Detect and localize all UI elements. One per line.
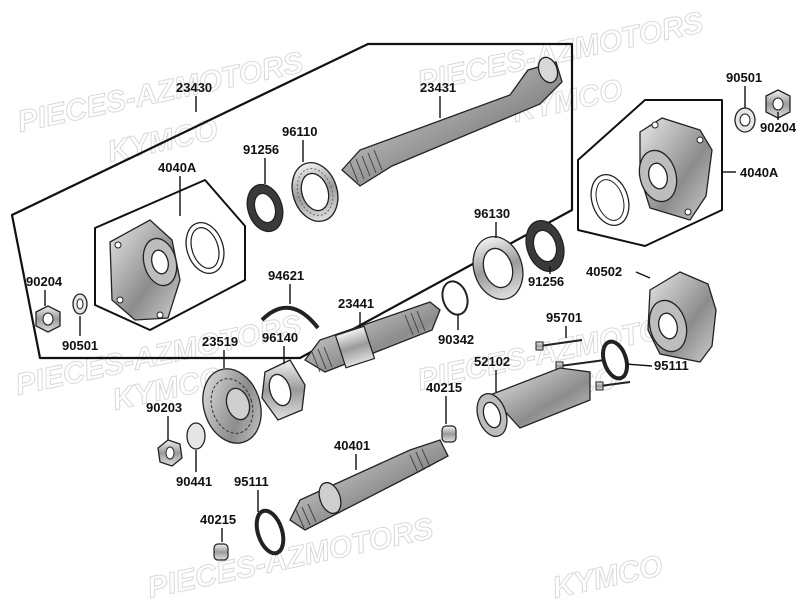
cap-40215-middle[interactable] (441, 425, 457, 443)
seal-95111-right[interactable] (599, 339, 632, 382)
seal-91256-middle[interactable] (520, 216, 570, 277)
label-95111-bottom: 95111 (234, 474, 269, 489)
bearing-96110[interactable] (285, 157, 345, 228)
ring-90342[interactable] (438, 278, 471, 318)
label-40215-middle: 40215 (426, 380, 462, 395)
label-23430: 23430 (176, 80, 212, 95)
part-labels: 23430 23431 90501 90204 96110 91256 4040… (26, 70, 797, 527)
label-40502: 40502 (586, 264, 622, 279)
shaft-23431[interactable] (341, 55, 563, 187)
oring-right-housing[interactable] (585, 170, 635, 231)
seal-95111-bottom[interactable] (252, 507, 288, 556)
watermark-text: PIECES-AZMOTORS (145, 512, 437, 600)
label-40401: 40401 (334, 438, 370, 453)
bolts-95701[interactable] (535, 339, 631, 391)
label-94621: 94621 (268, 268, 304, 283)
label-23519: 23519 (202, 334, 238, 349)
bearing-96130[interactable] (465, 230, 530, 306)
housing-4040A-left[interactable] (109, 219, 182, 321)
circlip-94621[interactable] (260, 305, 320, 330)
label-40215-bottom: 40215 (200, 512, 236, 527)
label-90203: 90203 (146, 400, 182, 415)
bevel-gear-23519[interactable] (194, 361, 271, 451)
label-95701: 95701 (546, 310, 582, 325)
label-4040A-right: 4040A (740, 165, 779, 180)
label-91256-upper: 91256 (243, 142, 279, 157)
bearing-96140[interactable] (261, 359, 306, 421)
housing-box-right (577, 99, 723, 247)
housing-box-left (94, 179, 246, 331)
housing-40502[interactable] (644, 271, 717, 363)
label-23431: 23431 (420, 80, 456, 95)
label-96110: 96110 (282, 124, 317, 139)
watermark-text: KYMCO (550, 549, 666, 600)
cap-40215-bottom[interactable] (213, 543, 229, 561)
label-90501-right: 90501 (726, 70, 762, 85)
label-95111-right: 95111 (654, 358, 689, 373)
label-90342: 90342 (438, 332, 474, 347)
washer-90501-right[interactable] (734, 107, 756, 133)
nut-90204-left[interactable] (35, 305, 61, 333)
assembly-outline-23430 (10, 42, 574, 360)
label-96130: 96130 (474, 206, 510, 221)
nut-90204-right[interactable] (765, 89, 791, 119)
label-23441: 23441 (338, 296, 374, 311)
shaft-40401[interactable] (289, 439, 449, 531)
label-90204-left: 90204 (26, 274, 63, 289)
label-90204-right: 90204 (760, 120, 797, 135)
label-4040A-left: 4040A (158, 160, 197, 175)
label-96140: 96140 (262, 330, 298, 345)
label-90441: 90441 (176, 474, 212, 489)
housing-4040A-right[interactable] (634, 117, 713, 221)
label-90501-left: 90501 (62, 338, 98, 353)
washer-90501-left[interactable] (72, 293, 88, 315)
nut-90203[interactable] (157, 439, 183, 467)
leader-lines (44, 86, 779, 542)
washer-90441[interactable] (186, 422, 206, 450)
sleeve-52102[interactable] (472, 367, 591, 440)
label-91256-middle: 91256 (528, 274, 564, 289)
shaft-23441[interactable] (304, 301, 441, 373)
seal-91256-upper[interactable] (241, 180, 288, 236)
oring-left-housing[interactable] (180, 218, 230, 279)
label-52102: 52102 (474, 354, 510, 369)
